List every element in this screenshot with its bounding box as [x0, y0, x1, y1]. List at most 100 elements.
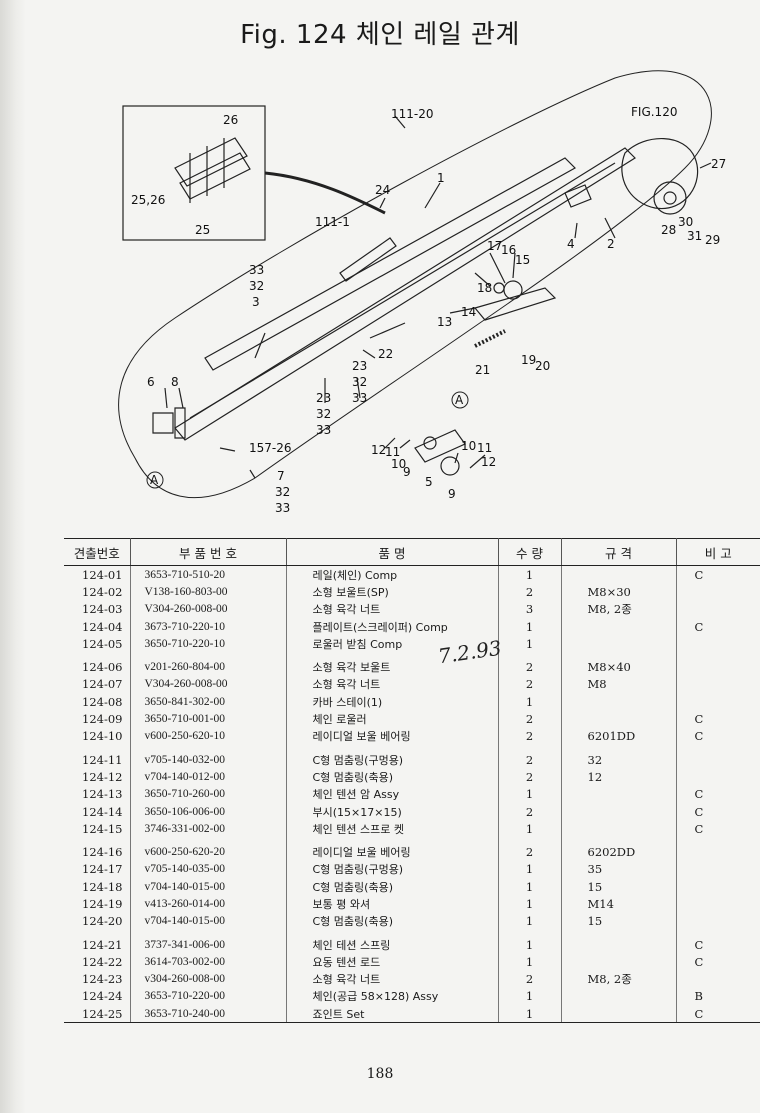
item-number-cell: 124-05	[64, 635, 131, 653]
part-name-cell: 체인(공급 58×128) Assy	[286, 987, 499, 1006]
specification-cell: 15	[561, 878, 677, 896]
part-name-cell: 소형 육각 너트	[286, 970, 499, 988]
item-number-cell: 124-17	[64, 860, 131, 879]
part-name-cell: 체인 텐션 암 Assy	[286, 785, 499, 803]
callout: 16	[501, 243, 516, 257]
remark-cell: C	[676, 1005, 760, 1024]
callout: 18	[477, 281, 492, 295]
part-name-cell: 소형 육각 너트	[286, 600, 499, 618]
callout: 10	[461, 439, 476, 453]
specification-cell: M8, 2종	[561, 970, 677, 988]
part-name-cell: 소형 육각 너트	[286, 675, 499, 694]
part-name-cell: 카바 스테이(1)	[286, 693, 499, 711]
callout: 7	[277, 469, 285, 483]
specification-cell	[561, 565, 677, 584]
item-number-cell: 124-04	[64, 617, 131, 636]
quantity-cell: 2	[498, 837, 562, 861]
part-name-cell: 레일(체인) Comp	[286, 565, 499, 584]
callout: 25,26	[131, 193, 165, 207]
callout: 20	[535, 359, 550, 373]
part-name-cell: C형 멈춤링(축용)	[286, 878, 499, 896]
part-number-cell: v705-140-032-00	[130, 744, 287, 769]
part-number-cell: 3653-710-240-00	[130, 1005, 287, 1024]
callout: FIG.120	[631, 105, 677, 119]
item-number-cell: 124-23	[64, 970, 131, 988]
table-header-row: 견출번호 부 품 번 호 품 명 수 량 규 격 비 고	[64, 538, 760, 566]
part-name-cell: 체인 테션 스프링	[286, 929, 499, 954]
item-number-cell: 124-02	[64, 583, 131, 601]
quantity-cell: 1	[498, 693, 562, 711]
remark-cell: C	[694, 937, 704, 952]
part-number-cell: 3650-710-220-10	[130, 635, 287, 653]
callout: 8	[171, 375, 179, 389]
callout: 9	[448, 487, 456, 501]
specification-cell	[561, 693, 677, 711]
quantity-cell: 3	[498, 600, 562, 618]
remark-cell	[676, 745, 760, 768]
callout: 32	[316, 407, 331, 421]
page-title: Fig. 124 체인 레일 관계	[240, 20, 520, 50]
item-number-cell: 124-22	[64, 953, 131, 971]
callout: 28	[661, 223, 676, 237]
specification-cell: M8, 2종	[561, 600, 677, 618]
part-number-cell: v413-260-014-00	[130, 895, 287, 913]
quantity-cell: 2	[498, 970, 562, 988]
quantity-cell: 1	[498, 912, 562, 930]
specification-cell	[561, 953, 677, 971]
specification-cell: 32	[561, 744, 677, 769]
callout: 12	[371, 443, 386, 457]
quantity-cell: 2	[498, 727, 562, 745]
quantity-cell: 2	[498, 744, 562, 769]
callout: 22	[378, 347, 393, 361]
remark-cell: C	[694, 712, 704, 727]
callout: 21	[475, 363, 490, 377]
callout: 33	[249, 263, 264, 277]
part-number-cell: V304-260-008-00	[130, 675, 287, 694]
specification-cell: M8×30	[561, 583, 677, 601]
specification-cell: M14	[561, 895, 677, 913]
specification-cell	[561, 710, 677, 728]
remark-cell: C	[694, 954, 704, 969]
remark-cell	[676, 652, 760, 675]
callout: 19	[521, 353, 536, 367]
part-number-cell: v705-140-035-00	[130, 860, 287, 879]
quantity-cell: 1	[498, 820, 562, 838]
part-number-cell: v704-140-015-00	[130, 878, 287, 896]
quantity-cell: 1	[498, 565, 562, 584]
quantity-cell: 2	[498, 652, 562, 676]
remark-cell	[676, 693, 760, 710]
specification-cell: M8	[561, 675, 677, 694]
item-number-cell: 124-13	[64, 785, 131, 803]
specification-cell	[561, 635, 677, 653]
remark-cell: C	[694, 619, 704, 634]
item-number-cell: 124-20	[64, 912, 131, 930]
remark-cell	[676, 635, 760, 652]
part-name-cell: C형 멈춤링(축용)	[286, 768, 499, 786]
exploded-parts-diagram: A A 111-20 FIG.120 24 26 25,26 25 111-1 …	[95, 58, 745, 523]
quantity-cell: 2	[498, 710, 562, 728]
specification-cell: 6201DD	[561, 727, 677, 745]
column-header-part-name: 품 명	[286, 538, 499, 566]
callout: 29	[705, 233, 720, 247]
callout: 15	[515, 253, 530, 267]
remark-cell	[676, 583, 760, 600]
part-number-cell: 3673-710-220-10	[130, 617, 287, 636]
column-header-quantity: 수 량	[498, 538, 562, 566]
callout: 26	[223, 113, 238, 127]
item-number-cell: 124-21	[64, 929, 131, 954]
specification-cell: 6202DD	[561, 837, 677, 861]
scan-margin-shade	[0, 0, 26, 1113]
callout: 157-26	[249, 441, 292, 455]
specification-cell	[561, 987, 677, 1006]
quantity-cell: 1	[498, 785, 562, 803]
remark-cell	[676, 971, 760, 988]
callout: 30	[678, 215, 693, 229]
specification-cell	[561, 617, 677, 636]
callout: 33	[316, 423, 331, 437]
